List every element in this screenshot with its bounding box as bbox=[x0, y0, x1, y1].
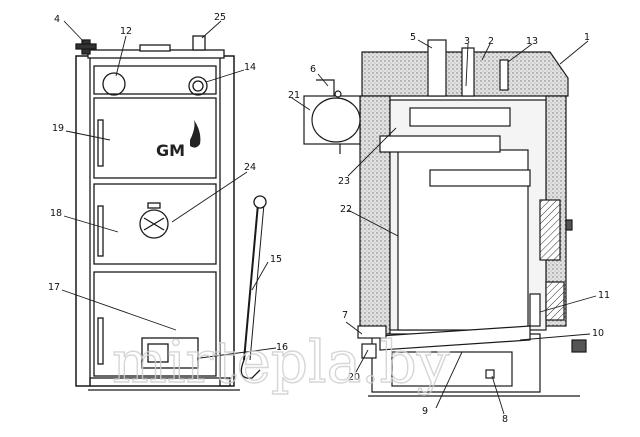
callout-5: 5 bbox=[410, 32, 416, 43]
callout-3: 3 bbox=[464, 36, 470, 47]
door-insulation-upper bbox=[539, 199, 561, 261]
brand-logo: GM bbox=[156, 120, 201, 160]
thermometer-dial bbox=[192, 80, 204, 92]
tank-valve bbox=[334, 90, 342, 98]
water-connector-nut bbox=[75, 43, 97, 50]
door-insulation-lower bbox=[545, 281, 565, 321]
expansion-tank bbox=[311, 97, 361, 143]
ash-damper-grille bbox=[147, 343, 169, 363]
watermark: mirtepla.by bbox=[112, 328, 450, 396]
tank-valve-pipe bbox=[316, 79, 335, 96]
callout-13: 13 bbox=[526, 36, 538, 47]
grate-handle bbox=[529, 293, 541, 327]
sensor-sleeve bbox=[499, 59, 509, 91]
baffle-top bbox=[409, 107, 511, 127]
drain-bolt bbox=[485, 369, 495, 379]
callout-lines bbox=[61, 20, 597, 415]
callout-19: 19 bbox=[52, 123, 64, 134]
callout-24: 24 bbox=[244, 162, 256, 173]
air-regulator-slot-2 bbox=[143, 217, 165, 231]
callout-20: 20 bbox=[348, 372, 360, 383]
callout-25: 25 bbox=[214, 12, 226, 23]
section-view bbox=[303, 39, 587, 397]
flue-pipe bbox=[427, 39, 447, 97]
middle-door bbox=[93, 183, 217, 265]
callout-6: 6 bbox=[310, 64, 316, 75]
callout-numbers: 4 12 25 14 19 24 18 15 17 16 5 3 2 13 1 … bbox=[48, 12, 610, 425]
ash-pan bbox=[391, 351, 513, 387]
poker-lever bbox=[243, 203, 259, 361]
flame-icon bbox=[190, 120, 201, 148]
callout-8: 8 bbox=[502, 414, 508, 425]
callout-4: 4 bbox=[54, 14, 60, 25]
grate bbox=[379, 325, 531, 351]
baffle-lower bbox=[429, 169, 531, 187]
top-panel bbox=[93, 65, 217, 95]
callout-21: 21 bbox=[288, 90, 300, 101]
lower-door bbox=[93, 271, 217, 377]
front-view bbox=[75, 35, 267, 391]
left-insulation bbox=[359, 95, 391, 335]
callout-12: 12 bbox=[120, 26, 132, 37]
callout-10: 10 bbox=[592, 328, 604, 339]
brand-logo-text: GM bbox=[156, 141, 185, 160]
return-fitting bbox=[357, 325, 387, 339]
inspection-hole bbox=[102, 72, 126, 96]
lower-door-hinge bbox=[97, 317, 104, 365]
callout-1: 1 bbox=[584, 32, 590, 43]
callout-15: 15 bbox=[270, 254, 282, 265]
middle-door-hinge bbox=[97, 205, 104, 257]
callout-17: 17 bbox=[48, 282, 60, 293]
air-regulator bbox=[139, 209, 169, 239]
lever-hook bbox=[240, 359, 261, 379]
supply-connector bbox=[461, 47, 475, 97]
door-latch bbox=[565, 219, 573, 231]
callout-22: 22 bbox=[340, 204, 352, 215]
door-handle bbox=[571, 339, 587, 353]
callout-2: 2 bbox=[488, 36, 494, 47]
flue-connector bbox=[192, 35, 206, 51]
base-frame bbox=[89, 377, 231, 387]
thermometer-icon bbox=[188, 76, 208, 96]
callout-7: 7 bbox=[342, 310, 348, 321]
callout-16: 16 bbox=[276, 342, 288, 353]
lever-knob bbox=[253, 195, 267, 209]
air-regulator-knob bbox=[147, 202, 161, 209]
ash-damper bbox=[141, 337, 199, 369]
upper-door bbox=[93, 97, 217, 179]
callout-23: 23 bbox=[338, 176, 350, 187]
baffle-middle bbox=[379, 135, 501, 153]
top-handle bbox=[139, 44, 171, 52]
left-side-panel bbox=[75, 55, 91, 387]
callout-14: 14 bbox=[244, 62, 256, 73]
upper-door-hinge bbox=[97, 119, 104, 167]
callout-9: 9 bbox=[422, 406, 428, 417]
callout-18: 18 bbox=[50, 208, 62, 219]
callout-11: 11 bbox=[598, 290, 610, 301]
